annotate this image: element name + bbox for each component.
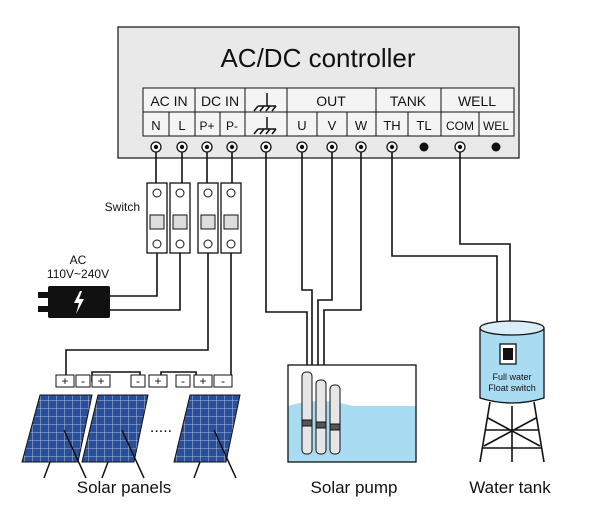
terminal-u: U: [297, 118, 306, 133]
lightning-icon: [74, 291, 84, 314]
terminal-tl: TL: [416, 118, 431, 133]
water-tank-caption: Water tank: [469, 478, 551, 497]
dc-breaker: [197, 182, 242, 254]
terminal-w: W: [355, 118, 368, 133]
svg-text:+: +: [97, 374, 104, 388]
terminal-l: L: [178, 118, 185, 133]
terminal-p-plus: P+: [199, 119, 214, 133]
float-switch-label-2: Float switch: [488, 383, 536, 393]
terminal-wel: WEL: [483, 119, 509, 133]
terminal-com: COM: [446, 119, 474, 133]
terminal-th: TH: [383, 118, 400, 133]
wires: [65, 152, 511, 382]
switch-label: Switch: [105, 200, 140, 214]
solar-pump-caption: Solar pump: [311, 478, 398, 497]
svg-text:+: +: [154, 374, 161, 388]
solar-panel-2: [81, 394, 149, 479]
group-label-dc-in: DC IN: [201, 93, 239, 109]
panel-signs: + - + - + - + -: [61, 374, 225, 388]
svg-text:-: -: [221, 374, 225, 388]
svg-text:-: -: [81, 374, 85, 388]
ac-voltage-label: 110V~240V: [47, 267, 109, 281]
float-switch-icon: [499, 343, 517, 365]
ac-switch: [146, 182, 191, 254]
terminal-v: V: [328, 118, 337, 133]
svg-text:+: +: [61, 374, 68, 388]
controller-title: AC/DC controller: [220, 43, 415, 73]
svg-text:-: -: [136, 374, 140, 388]
group-label-ac-in: AC IN: [150, 93, 187, 109]
panels-ellipsis: .....: [150, 419, 172, 436]
ac-plug: [38, 286, 110, 318]
terminal-p-minus: P-: [226, 119, 238, 133]
solar-panel-1: [21, 394, 93, 479]
float-switch-label-1: Full water: [492, 372, 531, 382]
group-label-out: OUT: [316, 93, 346, 109]
solar-panel-3: [173, 394, 241, 479]
svg-text:+: +: [199, 374, 206, 388]
group-label-tank: TANK: [390, 93, 427, 109]
ac-label: AC: [70, 253, 87, 267]
ground-terminal-icon: [253, 117, 277, 135]
group-label-well: WELL: [458, 93, 496, 109]
terminal-n: N: [151, 118, 160, 133]
solar-panels-caption: Solar panels: [77, 478, 172, 497]
ground-icon: [253, 93, 277, 112]
panel-terminal-boxes: [55, 374, 233, 388]
pump-icon: [301, 371, 341, 455]
water-tank: [479, 320, 545, 463]
svg-text:-: -: [181, 374, 185, 388]
